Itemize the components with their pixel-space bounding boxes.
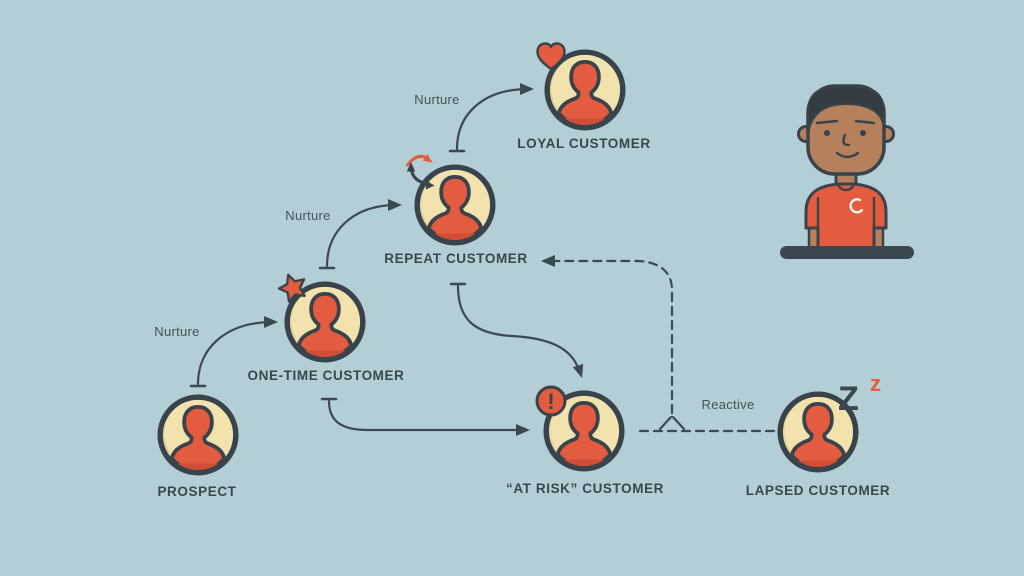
- edge-one-time-to-at-risk: [320, 397, 530, 436]
- edge-label-reactive: Reactive: [701, 397, 755, 412]
- shirt: [804, 182, 888, 250]
- lapsed-avatar: [777, 391, 859, 473]
- exclamation-icon: !: [535, 385, 567, 417]
- node-prospect: [156, 393, 240, 477]
- node-at-risk-customer: !: [535, 385, 626, 473]
- sleep-z-large-icon: Z: [838, 380, 859, 418]
- shirt-logo-icon: [849, 198, 864, 214]
- heart-icon: [536, 42, 566, 71]
- at-risk-avatar: [543, 390, 625, 472]
- star-icon: [277, 273, 306, 303]
- edge-repeat-to-loyal: [448, 83, 534, 153]
- shirt-seams: [816, 182, 876, 230]
- edge-lapsed-to-repeat-dashed: [541, 255, 786, 433]
- edge-label-nurture-3: Nurture: [414, 92, 460, 107]
- refresh-arrows-icon: [406, 154, 435, 190]
- label-lapsed-customer: LAPSED CUSTOMER: [745, 483, 891, 498]
- label-prospect: PROSPECT: [157, 484, 237, 499]
- node-repeat-customer: [406, 154, 497, 247]
- edge-one-time-to-repeat: [318, 199, 402, 270]
- label-one-time-customer: ONE-TIME CUSTOMER: [247, 368, 405, 383]
- repeat-avatar: [414, 164, 496, 246]
- one-time-avatar: [284, 281, 366, 363]
- node-one-time-customer: [277, 273, 367, 364]
- edge-label-nurture-2: Nurture: [285, 208, 331, 223]
- desk: [780, 246, 914, 259]
- edge-prospect-to-one-time: [189, 316, 278, 388]
- face-features: [815, 119, 876, 159]
- svg-text:!: !: [547, 389, 554, 414]
- edge-label-nurture-1: Nurture: [154, 324, 200, 339]
- label-at-risk-customer: “AT RISK” CUSTOMER: [505, 481, 665, 496]
- node-loyal-customer: [536, 42, 627, 132]
- label-loyal-customer: LOYAL CUSTOMER: [517, 136, 651, 151]
- sleep-z-small-icon: z: [870, 371, 881, 396]
- loyal-avatar: [544, 49, 626, 131]
- hair: [807, 84, 885, 136]
- label-repeat-customer: REPEAT CUSTOMER: [384, 251, 528, 266]
- eye-right: [860, 130, 866, 136]
- node-lapsed-customer: Z z: [776, 373, 881, 474]
- edge-repeat-to-at-risk: [449, 282, 584, 378]
- prospect-avatar: [157, 394, 239, 476]
- man-illustration: [780, 84, 914, 259]
- eye-left: [824, 130, 830, 136]
